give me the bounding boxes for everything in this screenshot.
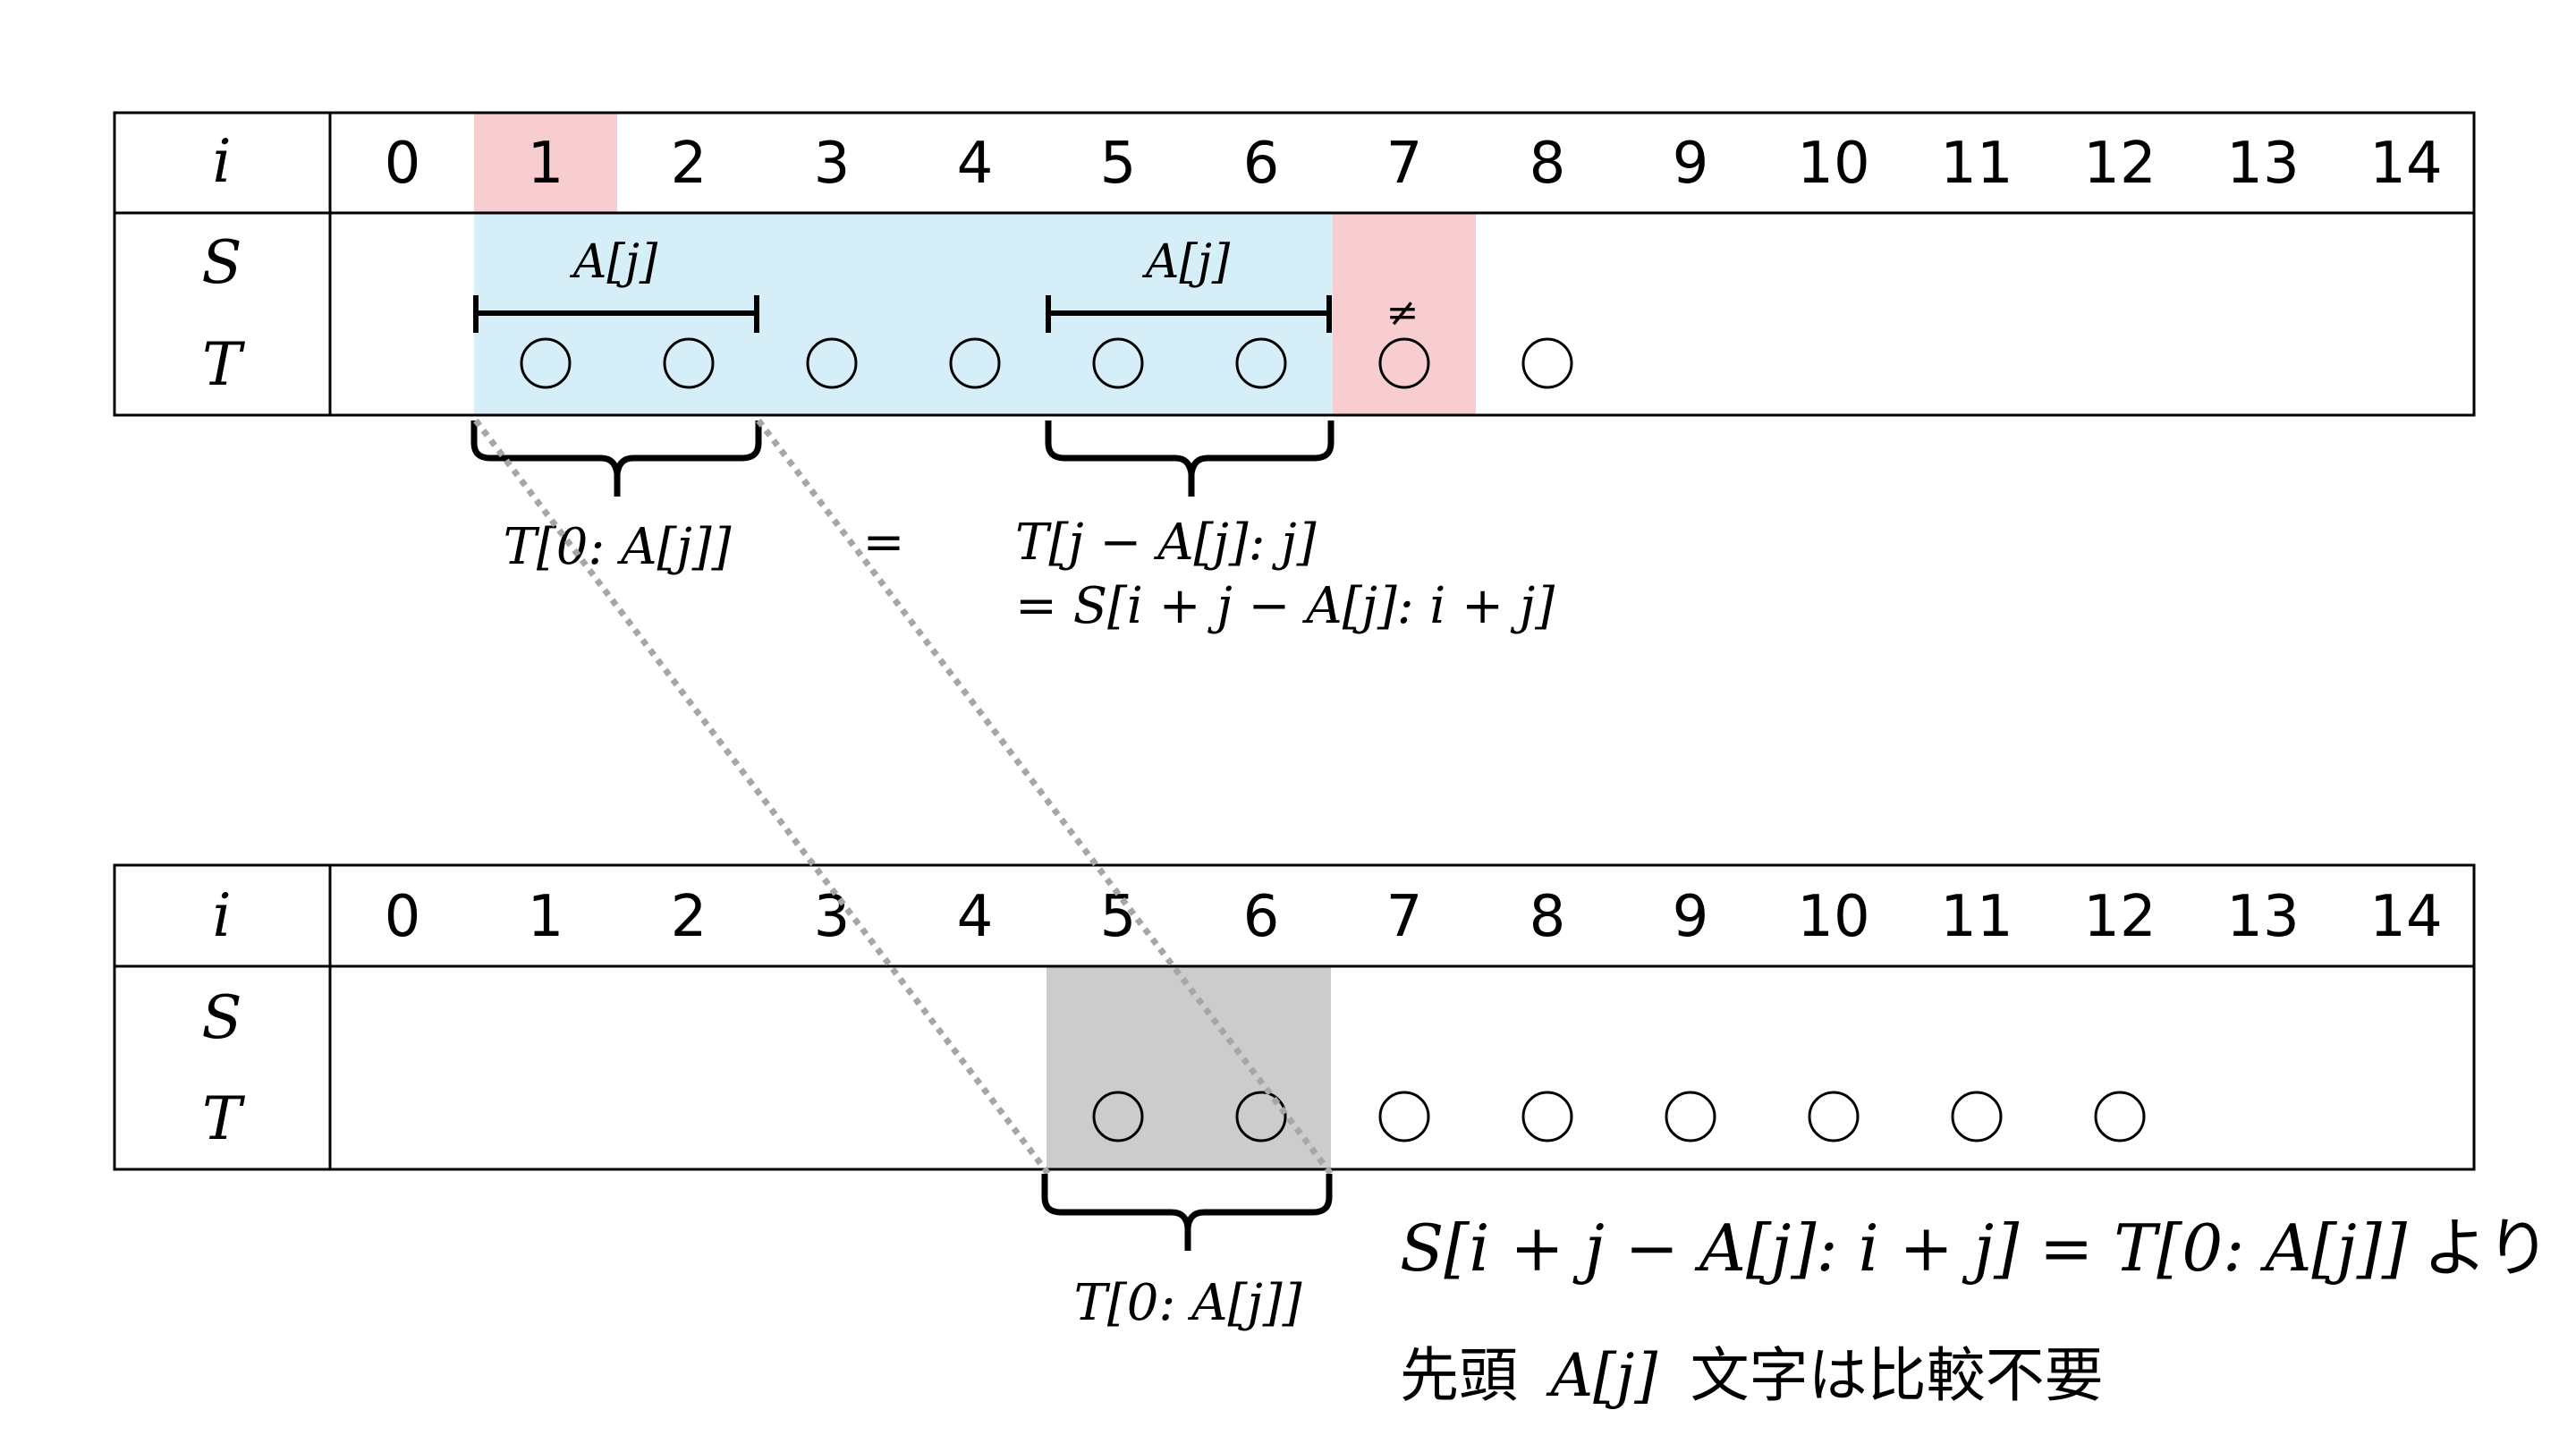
- bottom-index-6: 6: [1243, 884, 1280, 950]
- bottom-index-12: 12: [2083, 884, 2156, 950]
- header-label: i: [212, 881, 231, 950]
- bottom-t-mark-6: [1235, 1091, 1287, 1142]
- aj-label-right: A[j]: [1142, 235, 1231, 289]
- aj-label-left: A[j]: [570, 235, 658, 289]
- bottom-index-7: 7: [1386, 884, 1423, 950]
- row-s-label: S: [201, 228, 242, 297]
- conclusion-formula: S[i + j − A[j]: i + j] = T[0: A[j]]: [1400, 1210, 2408, 1286]
- t-marks-row: [1092, 1091, 2146, 1142]
- brace-right-label-1: T[j − A[j]: j]: [1015, 514, 1317, 572]
- bottom-t-mark-10: [1808, 1091, 1860, 1142]
- top-t-mark-6: [1235, 337, 1287, 389]
- top-t-mark-3: [806, 337, 858, 389]
- bottom-index-9: 9: [1673, 884, 1709, 950]
- brace-left-label: T[0: A[j]]: [504, 518, 732, 576]
- top-index-5: 5: [1100, 131, 1137, 197]
- bottom-t-mark-12: [2094, 1091, 2146, 1142]
- top-index-11: 11: [1940, 131, 2012, 197]
- header-label: i: [212, 127, 231, 196]
- top-index-12: 12: [2083, 131, 2156, 197]
- t-marks-row: [520, 337, 1573, 389]
- brace-right-label-2: = S[i + j − A[j]: i + j]: [1015, 577, 1555, 635]
- top-index-10: 10: [1797, 131, 1869, 197]
- aj-bar-right: A[j]: [1046, 235, 1332, 333]
- brace-right: [1045, 420, 1335, 497]
- bottom-index-5: 5: [1100, 884, 1137, 950]
- conclusion-line-1: S[i + j − A[j]: i + j] = T[0: A[j]] より: [1400, 1210, 2550, 1286]
- bottom-index-14: 14: [2369, 884, 2442, 950]
- brace-bottom-label: T[0: A[j]]: [1074, 1274, 1302, 1332]
- top-t-mark-4: [949, 337, 1001, 389]
- top-index-14: 14: [2369, 131, 2442, 197]
- bottom-t-mark-7: [1378, 1091, 1430, 1142]
- bottom-t-mark-8: [1521, 1091, 1573, 1142]
- aj-bar-left: A[j]: [473, 235, 759, 333]
- top-index-8: 8: [1530, 131, 1566, 197]
- row-t-label: T: [202, 330, 246, 399]
- conclusion-var: A[j]: [1546, 1341, 1658, 1410]
- brace-bottom: [1041, 1174, 1333, 1251]
- top-index-1: 1: [528, 131, 564, 197]
- top-index-4: 4: [957, 131, 994, 197]
- bottom-index-4: 4: [957, 884, 994, 950]
- bottom-index-0: 0: [385, 884, 421, 950]
- top-index-9: 9: [1673, 131, 1709, 197]
- top-index-0: 0: [385, 131, 421, 197]
- skipped-prefix-region: [1046, 967, 1331, 1168]
- top-t-mark-5: [1092, 337, 1144, 389]
- conclusion-prefix: 先頭: [1400, 1341, 1518, 1410]
- top-t-mark-2: [663, 337, 715, 389]
- bottom-index-11: 11: [1940, 884, 2012, 950]
- top-index-3: 3: [814, 131, 851, 197]
- top-t-mark-8: [1521, 337, 1573, 389]
- bottom-index-8: 8: [1530, 884, 1566, 950]
- bottom-t-mark-9: [1665, 1091, 1716, 1142]
- top-index-7: 7: [1386, 131, 1423, 197]
- bottom-t-mark-5: [1092, 1091, 1144, 1142]
- mismatch-symbol: ≠: [1386, 290, 1419, 336]
- row-s-label: S: [201, 983, 242, 1052]
- top-index-6: 6: [1243, 131, 1280, 197]
- bottom-t-mark-11: [1951, 1091, 2003, 1142]
- conclusion-suffix: より: [2423, 1210, 2551, 1286]
- bottom-index-3: 3: [814, 884, 851, 950]
- conclusion-rest: 文字は比較不要: [1690, 1341, 2104, 1410]
- bottom-index-1: 1: [528, 884, 564, 950]
- top-index-2: 2: [671, 131, 708, 197]
- mismatch-region: [1333, 214, 1476, 415]
- top-t-mark-7: [1378, 337, 1430, 389]
- bottom-index-10: 10: [1797, 884, 1869, 950]
- top-index-13: 13: [2226, 131, 2299, 197]
- top-t-mark-1: [520, 337, 572, 389]
- brace-left: [470, 420, 762, 497]
- row-t-label: T: [202, 1084, 246, 1153]
- bottom-index-13: 13: [2226, 884, 2299, 950]
- bottom-index-2: 2: [671, 884, 708, 950]
- highlight-i-cell: [474, 113, 617, 212]
- conclusion-line-2: 先頭 A[j] 文字は比較不要: [1400, 1341, 2104, 1410]
